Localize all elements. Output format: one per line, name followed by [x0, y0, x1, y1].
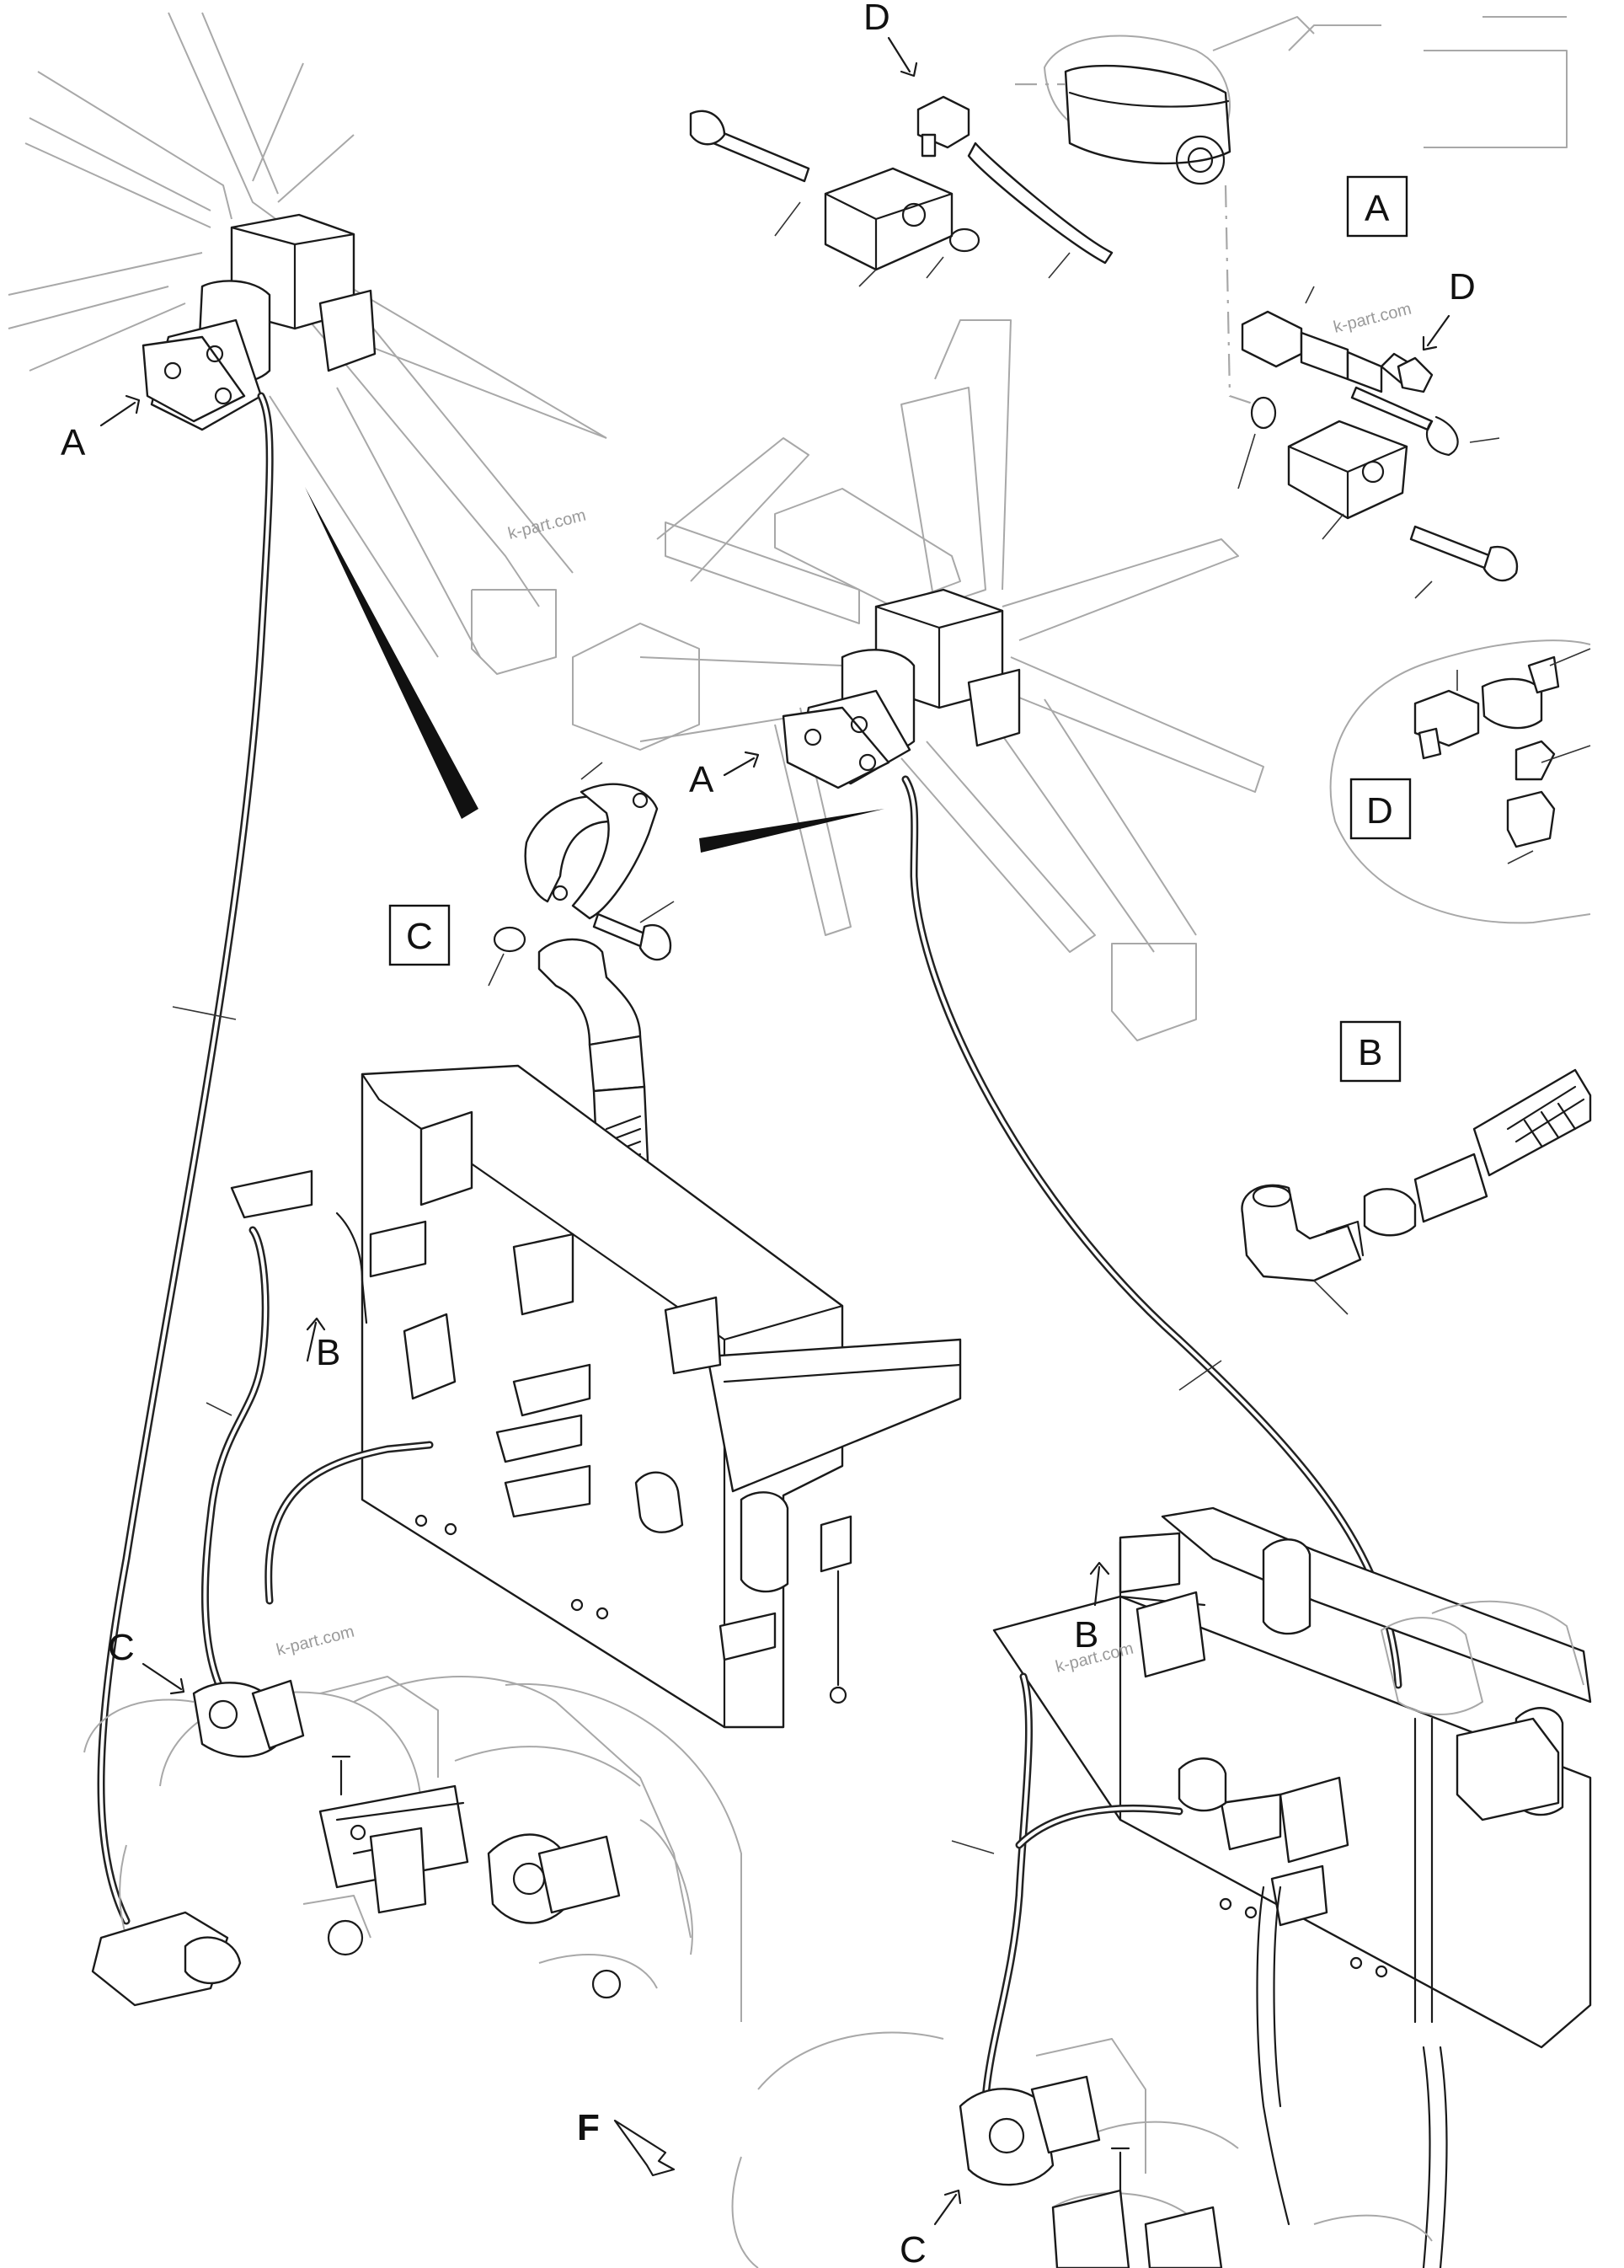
label-b-right: B: [1074, 1614, 1098, 1656]
bolt-a1: [689, 110, 810, 237]
pointer-wedge-left: [305, 487, 478, 819]
f-direction-arrow: [613, 2119, 676, 2177]
box-b: [1339, 1020, 1402, 1083]
label-d-box: D: [1366, 790, 1393, 832]
detail-a-exploded: [689, 16, 1568, 599]
center-fan-assembly: [572, 319, 1264, 1041]
detail-d-circle: [1329, 639, 1591, 924]
label-a-left: A: [61, 422, 86, 463]
label-c-left: C: [108, 1627, 135, 1668]
block-a2: [1287, 420, 1408, 520]
box-a: [1346, 175, 1408, 238]
right-pump-transmission: [731, 2031, 1433, 2268]
detail-c-flange: [488, 762, 675, 1185]
watermark-3: k-part.com: [275, 1623, 356, 1660]
box-c: [388, 904, 451, 966]
right-valve-block: [951, 1506, 1592, 2268]
label-c-box: C: [406, 916, 433, 957]
label-a-box: A: [1365, 188, 1390, 229]
pointer-wedge-center: [699, 809, 884, 853]
watermark-1: k-part.com: [1332, 300, 1413, 337]
block-a1: [824, 167, 954, 271]
hose-center-long: [901, 775, 1402, 1689]
left-valve-block: [200, 1064, 962, 1729]
detail-b-elbow: [1241, 1068, 1592, 1315]
left-fan-assembly: [8, 12, 607, 675]
label-c-bottom: C: [900, 2229, 927, 2268]
label-arrows: [99, 36, 1450, 2226]
label-a-center: A: [689, 759, 714, 800]
hose-left-long: [97, 392, 274, 1925]
watermark-2: k-part.com: [506, 506, 588, 543]
label-d-right: D: [1449, 266, 1476, 308]
box-d: [1349, 778, 1412, 840]
left-pump-transmission: [83, 1676, 742, 2022]
label-b-box: B: [1358, 1032, 1382, 1073]
label-f-direction: F: [577, 2107, 600, 2148]
label-b-left: B: [316, 1332, 340, 1373]
label-d-top: D: [863, 0, 890, 38]
